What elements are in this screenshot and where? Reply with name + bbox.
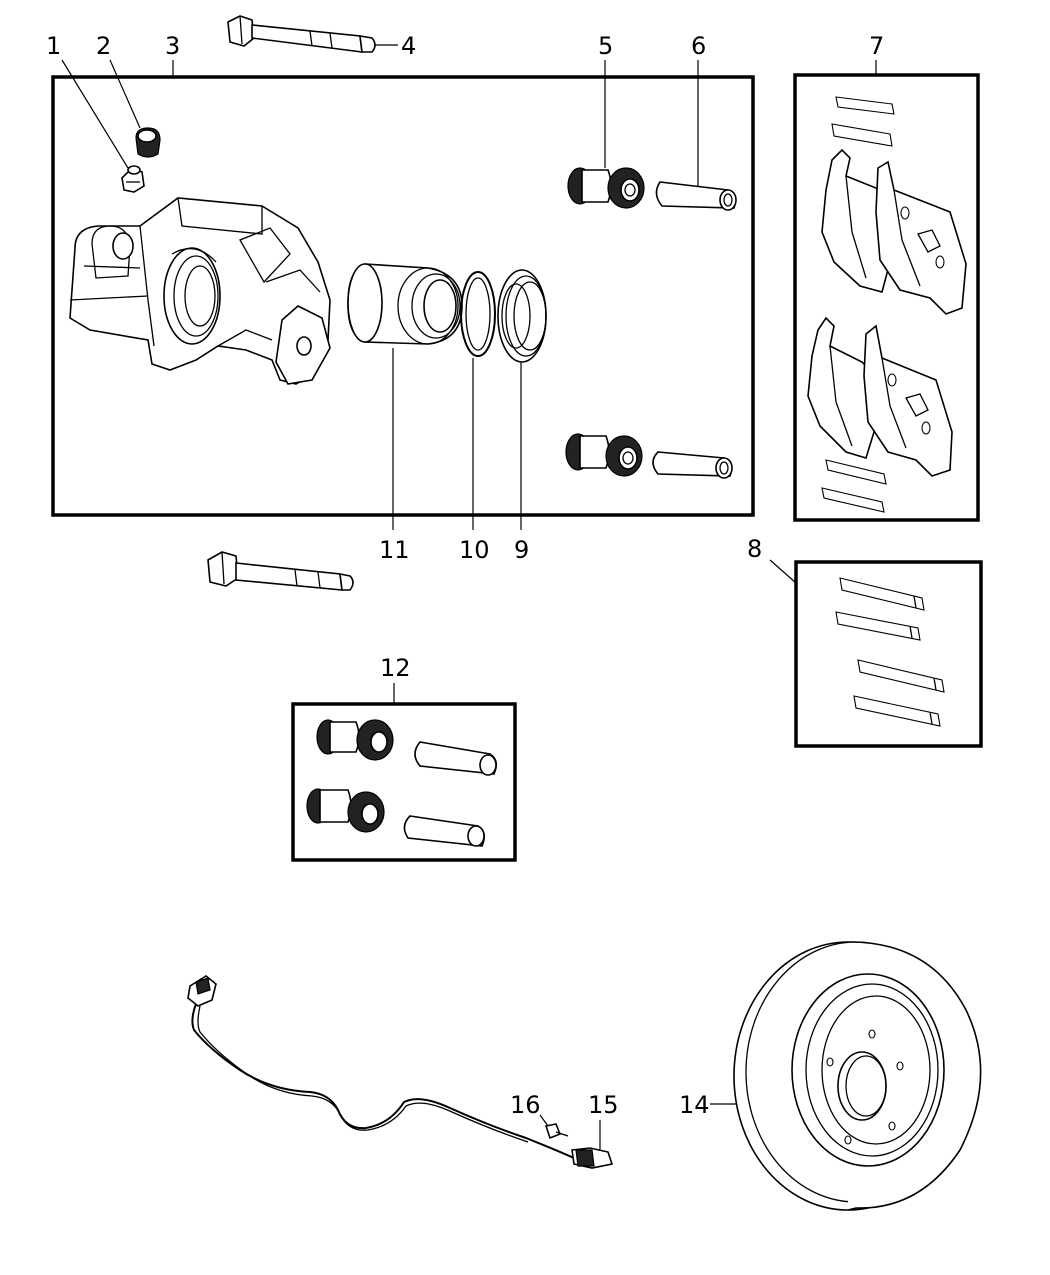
guide-pin-kit-pin-lower xyxy=(403,815,486,847)
bleeder-screw xyxy=(121,165,145,193)
caliper-piston xyxy=(347,263,463,345)
bleeder-cap xyxy=(135,127,161,158)
callout-9: 9 xyxy=(514,536,529,564)
pad-shim-kit-shims xyxy=(835,577,945,727)
caliper-kit-box xyxy=(51,75,755,517)
callout-15: 15 xyxy=(588,1091,619,1119)
guide-pin-boot-upper xyxy=(567,167,645,209)
caliper-housing xyxy=(69,197,331,385)
guide-pin-kit-pin-upper xyxy=(414,741,498,776)
caliper-bolt-top xyxy=(227,15,376,53)
pad-shims-lower xyxy=(821,459,887,513)
callout-3: 3 xyxy=(165,32,180,60)
guide-pin-kit-box xyxy=(291,702,517,862)
leader-lines xyxy=(61,44,877,1150)
callout-11: 11 xyxy=(379,536,410,564)
pad-shim-kit-box xyxy=(794,560,983,748)
brake-rotor xyxy=(733,941,982,1211)
callout-5: 5 xyxy=(598,32,613,60)
callout-1: 1 xyxy=(46,32,61,60)
sensor-screw xyxy=(544,1123,569,1140)
piston-seal xyxy=(460,271,496,357)
pad-shims-upper xyxy=(831,96,895,147)
callout-12: 12 xyxy=(380,654,411,682)
guide-pin-lower xyxy=(652,451,733,479)
callout-10: 10 xyxy=(459,536,490,564)
callout-7: 7 xyxy=(869,32,884,60)
callout-8: 8 xyxy=(747,535,762,563)
callout-6: 6 xyxy=(691,32,706,60)
callout-14: 14 xyxy=(679,1091,710,1119)
callout-4: 4 xyxy=(401,32,416,60)
dust-boot xyxy=(497,269,547,363)
caliper-bolt-bottom xyxy=(207,551,354,591)
callout-16: 16 xyxy=(510,1091,541,1119)
wear-sensor-harness xyxy=(187,975,575,1159)
guide-pin-kit-boot-lower xyxy=(306,788,385,833)
wear-sensor xyxy=(571,1147,614,1169)
guide-pin-kit-boot-upper xyxy=(316,719,394,761)
guide-pin-boot-lower xyxy=(565,433,643,477)
callout-2: 2 xyxy=(96,32,111,60)
brake-pad-kit-box xyxy=(793,73,980,522)
brake-pad-upper xyxy=(821,148,967,315)
guide-pin-upper xyxy=(655,181,737,211)
brake-pad-lower xyxy=(807,316,953,477)
